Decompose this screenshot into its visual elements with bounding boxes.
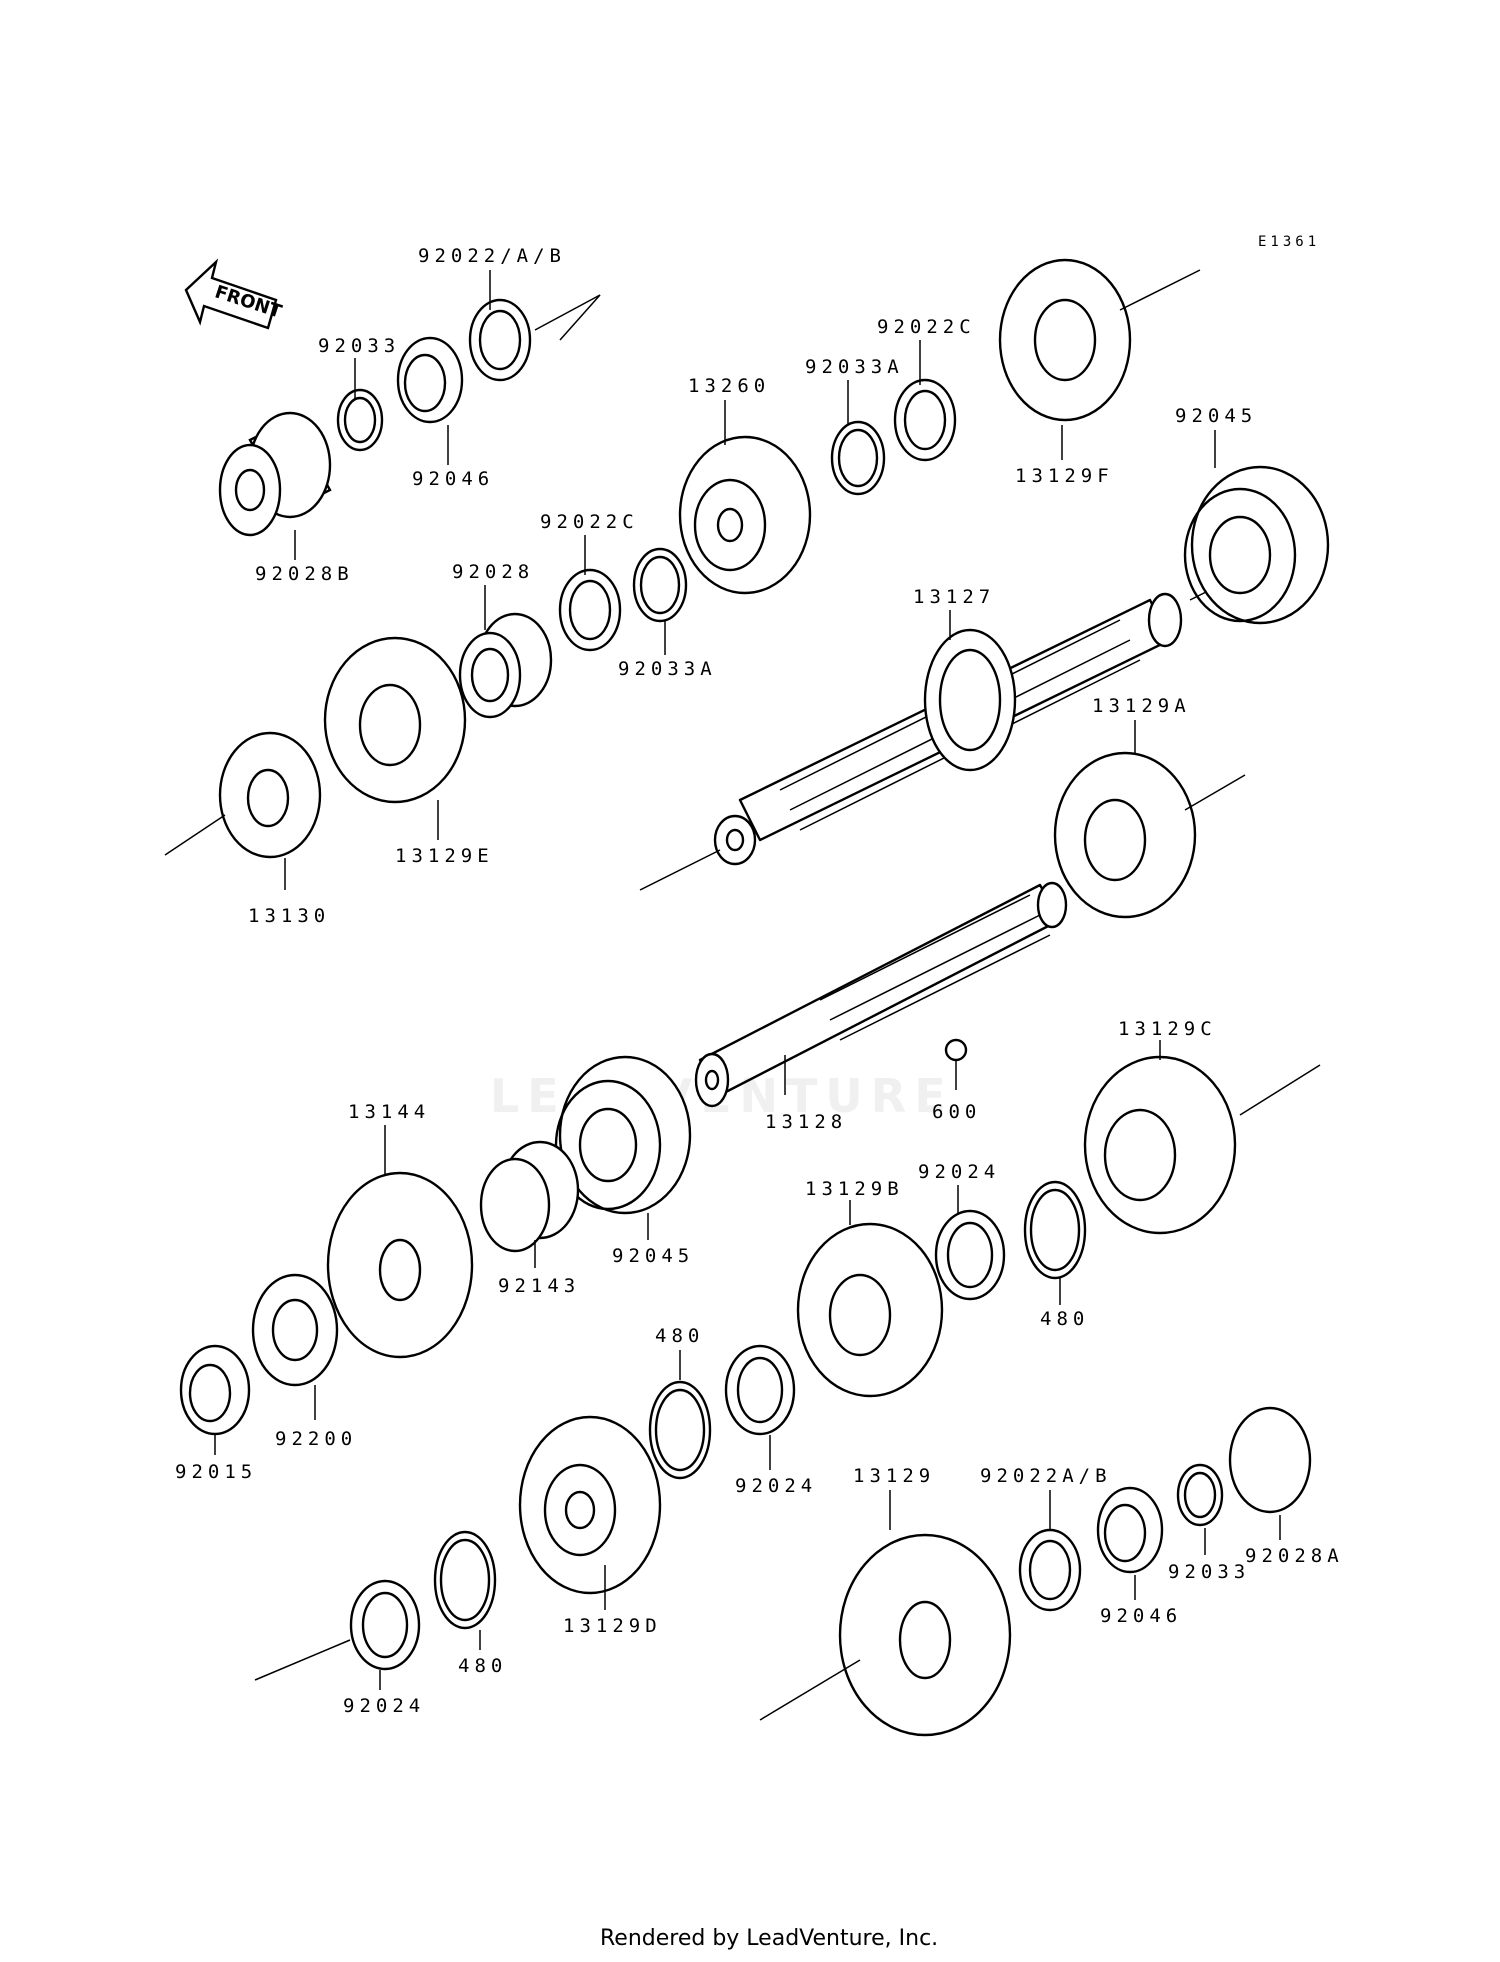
washer-92024-mid (724, 1344, 796, 1436)
sprocket-13144 (326, 1171, 474, 1359)
part-label: 13129D (563, 1615, 662, 1637)
bearing-92046-lower (1096, 1486, 1164, 1574)
collar-92028A (1228, 1406, 1312, 1514)
shaft-13128 (694, 881, 1068, 1108)
ball-600 (944, 1038, 968, 1062)
washer-92024-right (934, 1209, 1006, 1301)
part-label: 92024 (918, 1161, 1000, 1183)
part-label: 92046 (412, 468, 494, 490)
part-label: 13127 (913, 586, 995, 608)
part-label: 92024 (343, 1695, 425, 1717)
part-label: 92015 (175, 1461, 257, 1483)
washer-92022AB-lower (1018, 1528, 1082, 1612)
part-label: 92022C (540, 511, 639, 533)
part-label: 92033 (1168, 1561, 1250, 1583)
circlip-480-mid (648, 1380, 712, 1480)
part-label: 480 (1040, 1308, 1089, 1330)
gear-13129C (1083, 1055, 1321, 1235)
part-label: 92200 (275, 1428, 357, 1450)
gear-13129A (1053, 751, 1246, 919)
part-label: 92022C (877, 316, 976, 338)
footer-credit: Rendered by LeadVenture, Inc. (600, 1926, 938, 1951)
gear-13129 (759, 1533, 1012, 1737)
part-label: 92028 (452, 561, 534, 583)
part-label: 92028A (1245, 1545, 1344, 1567)
gear-13129E (323, 636, 467, 804)
part-label: 600 (932, 1101, 981, 1123)
gear-13130 (164, 731, 322, 859)
bearing-92045-upper (1183, 465, 1330, 625)
part-label: 13129 (853, 1465, 935, 1487)
part-label: 92033A (618, 658, 717, 680)
lockwasher-92200 (251, 1273, 339, 1387)
collar-92143 (479, 1140, 580, 1253)
washer-92022AB-top (468, 294, 601, 382)
part-label: 13144 (348, 1101, 430, 1123)
leader-lines (214, 270, 1281, 1690)
collar-92028B (218, 411, 332, 537)
part-label: 92028B (255, 563, 354, 585)
bushing-92028 (458, 612, 553, 719)
ring-92033A-mid (632, 547, 688, 623)
circlip-480-lower (433, 1530, 497, 1630)
bearing-92046-top (396, 336, 464, 424)
part-label: 92033 (318, 335, 400, 357)
part-label: 13129E (395, 845, 494, 867)
ring-92033-lower (1176, 1463, 1224, 1527)
part-label: 92045 (612, 1245, 694, 1267)
part-label: 13260 (688, 375, 770, 397)
gear-13127 (923, 628, 1017, 772)
part-label: 92022/A/B (418, 245, 566, 267)
part-label: 92045 (1175, 405, 1257, 427)
nut-92015 (179, 1344, 251, 1436)
shaft-13127 (639, 569, 1251, 891)
part-label: 92022A/B (980, 1465, 1112, 1487)
part-label: 92033A (805, 356, 904, 378)
gear-13129B (796, 1222, 944, 1398)
gear-13260 (678, 435, 812, 595)
part-label: 480 (655, 1325, 704, 1347)
part-label: 480 (458, 1655, 507, 1677)
part-label: 13130 (248, 905, 330, 927)
washer-92022C-upper (893, 378, 957, 462)
part-label: 13128 (765, 1111, 847, 1133)
gear-13129F (998, 258, 1201, 422)
part-label: 13129C (1118, 1018, 1217, 1040)
part-label: 92143 (498, 1275, 580, 1297)
ring-92033-top (336, 388, 384, 452)
part-label: 92046 (1100, 1605, 1182, 1627)
front-arrow-icon: FRONT (184, 258, 285, 330)
ring-92033A-upper (830, 420, 886, 496)
part-label: 13129F (1015, 465, 1114, 487)
part-label: 13129B (805, 1178, 904, 1200)
washer-92024-lower (254, 1579, 421, 1681)
diagram-code: E1361 (1258, 234, 1320, 250)
part-label: 92024 (735, 1475, 817, 1497)
part-labels: 92022/A/B 92033 92046 92028B 13260 92033… (175, 245, 1344, 1717)
part-label: 13129A (1092, 695, 1191, 717)
bearing-92045-lower (554, 1055, 692, 1215)
circlip-480-right (1023, 1180, 1087, 1280)
washer-92022C-mid (558, 568, 622, 652)
gear-13129D (518, 1415, 662, 1595)
